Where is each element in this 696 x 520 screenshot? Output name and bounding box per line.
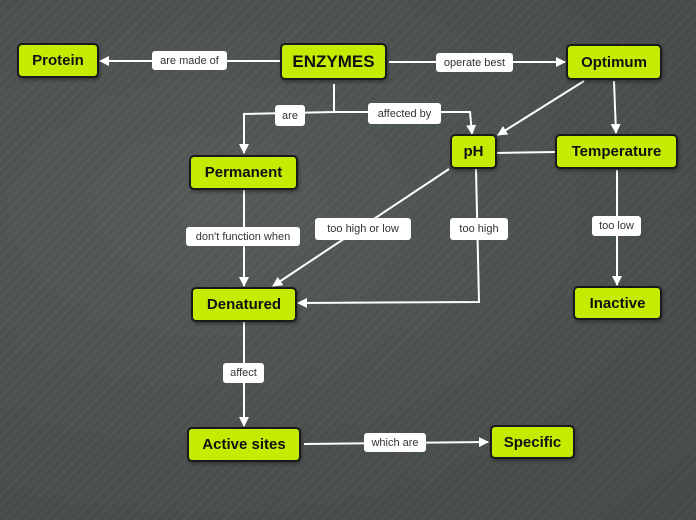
connector-ph-denatured-elbow (297, 168, 481, 308)
concept-active-sites[interactable]: Active sites (187, 427, 301, 462)
connector-optimum-temperature (610, 80, 621, 134)
concept-ph[interactable]: pH (450, 134, 497, 169)
connector-ph-temperature (496, 151, 556, 154)
link-label-are-made-of: are made of (152, 51, 227, 70)
link-label-too-high: too high (450, 218, 508, 240)
concept-protein[interactable]: Protein (17, 43, 99, 78)
link-label-affect: affect (223, 363, 264, 383)
concept-optimum[interactable]: Optimum (566, 44, 662, 80)
link-label-too-high-or-low: too high or low (315, 218, 411, 240)
link-label-too-low: too low (592, 216, 641, 236)
connector-optimum-ph (497, 80, 585, 136)
concept-enzymes[interactable]: ENZYMES (280, 43, 387, 80)
link-label-which-are: which are (364, 433, 426, 452)
concept-specific[interactable]: Specific (490, 425, 575, 459)
concept-permanent[interactable]: Permanent (189, 155, 298, 190)
link-label-dont-function-when: don't function when (186, 227, 300, 246)
link-label-affected-by: affected by (368, 103, 441, 124)
concept-denatured[interactable]: Denatured (191, 287, 297, 322)
link-label-are: are (275, 105, 305, 126)
concept-inactive[interactable]: Inactive (573, 286, 662, 320)
concept-temperature[interactable]: Temperature (555, 134, 678, 169)
link-label-operate-best: operate best (436, 53, 513, 72)
